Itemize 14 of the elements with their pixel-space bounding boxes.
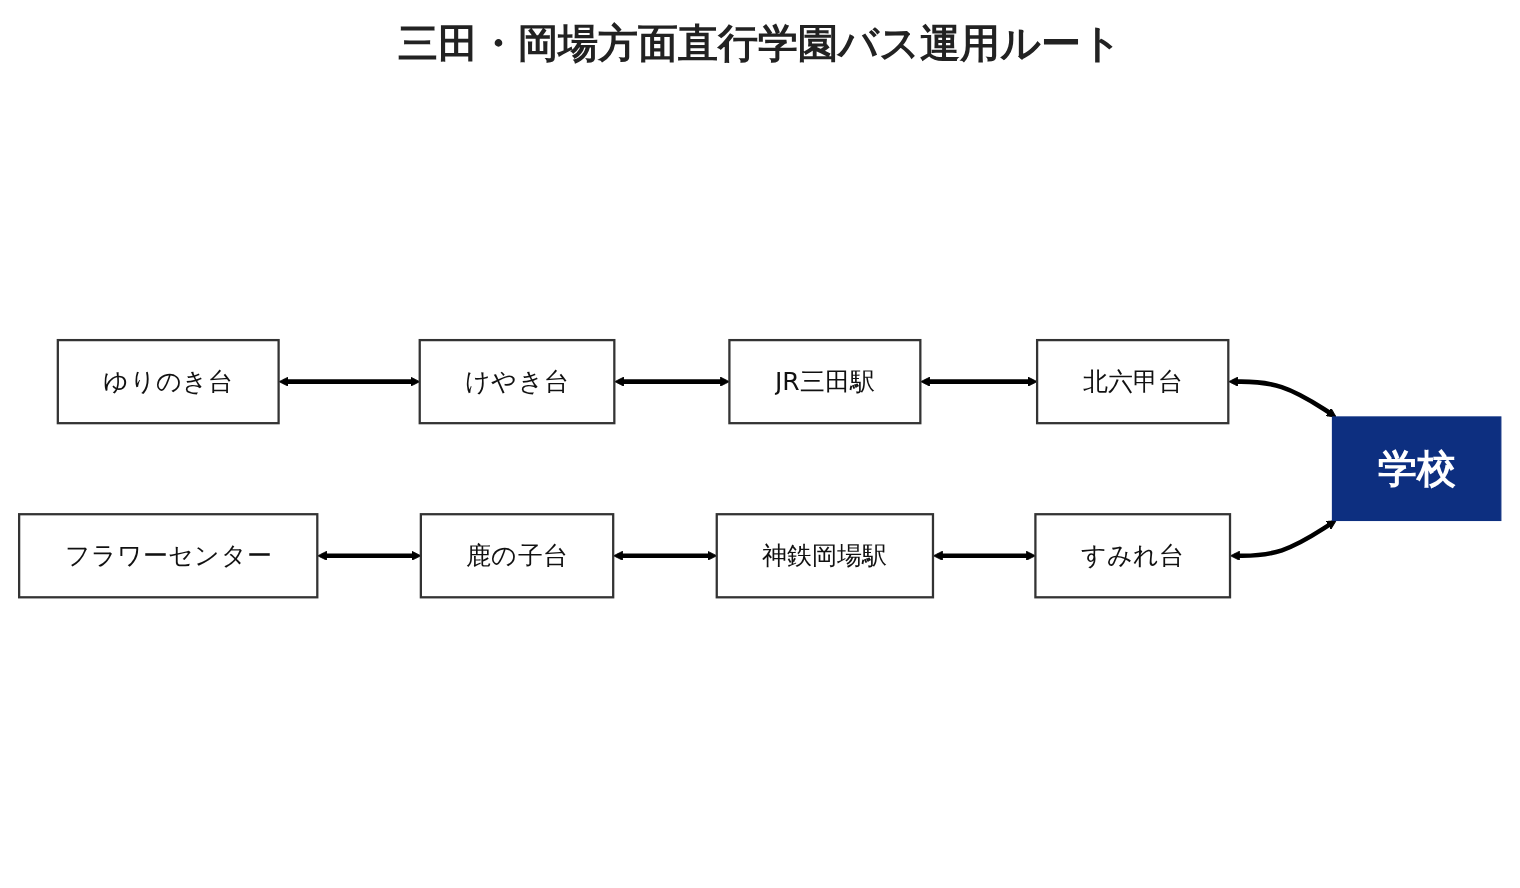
arrow (920, 376, 1038, 387)
node-box: フラワーセンター (18, 513, 319, 599)
node-box: 北六甲台 (1035, 339, 1230, 425)
arrow (1228, 376, 1337, 418)
arrow (933, 551, 1036, 562)
arrow (614, 376, 730, 387)
node-box: 神鉄岡場駅 (715, 513, 935, 599)
node-box: すみれ台 (1034, 513, 1232, 599)
node-box: 鹿の子台 (419, 513, 615, 599)
node-box: 学校 (1331, 416, 1502, 522)
arrow (1230, 520, 1337, 562)
node-box: けやき台 (418, 339, 616, 425)
node-box: ゆりのき台 (56, 339, 280, 425)
diagram-title: 三田・岡場方面直行学園バス運用ルート (397, 19, 1123, 68)
